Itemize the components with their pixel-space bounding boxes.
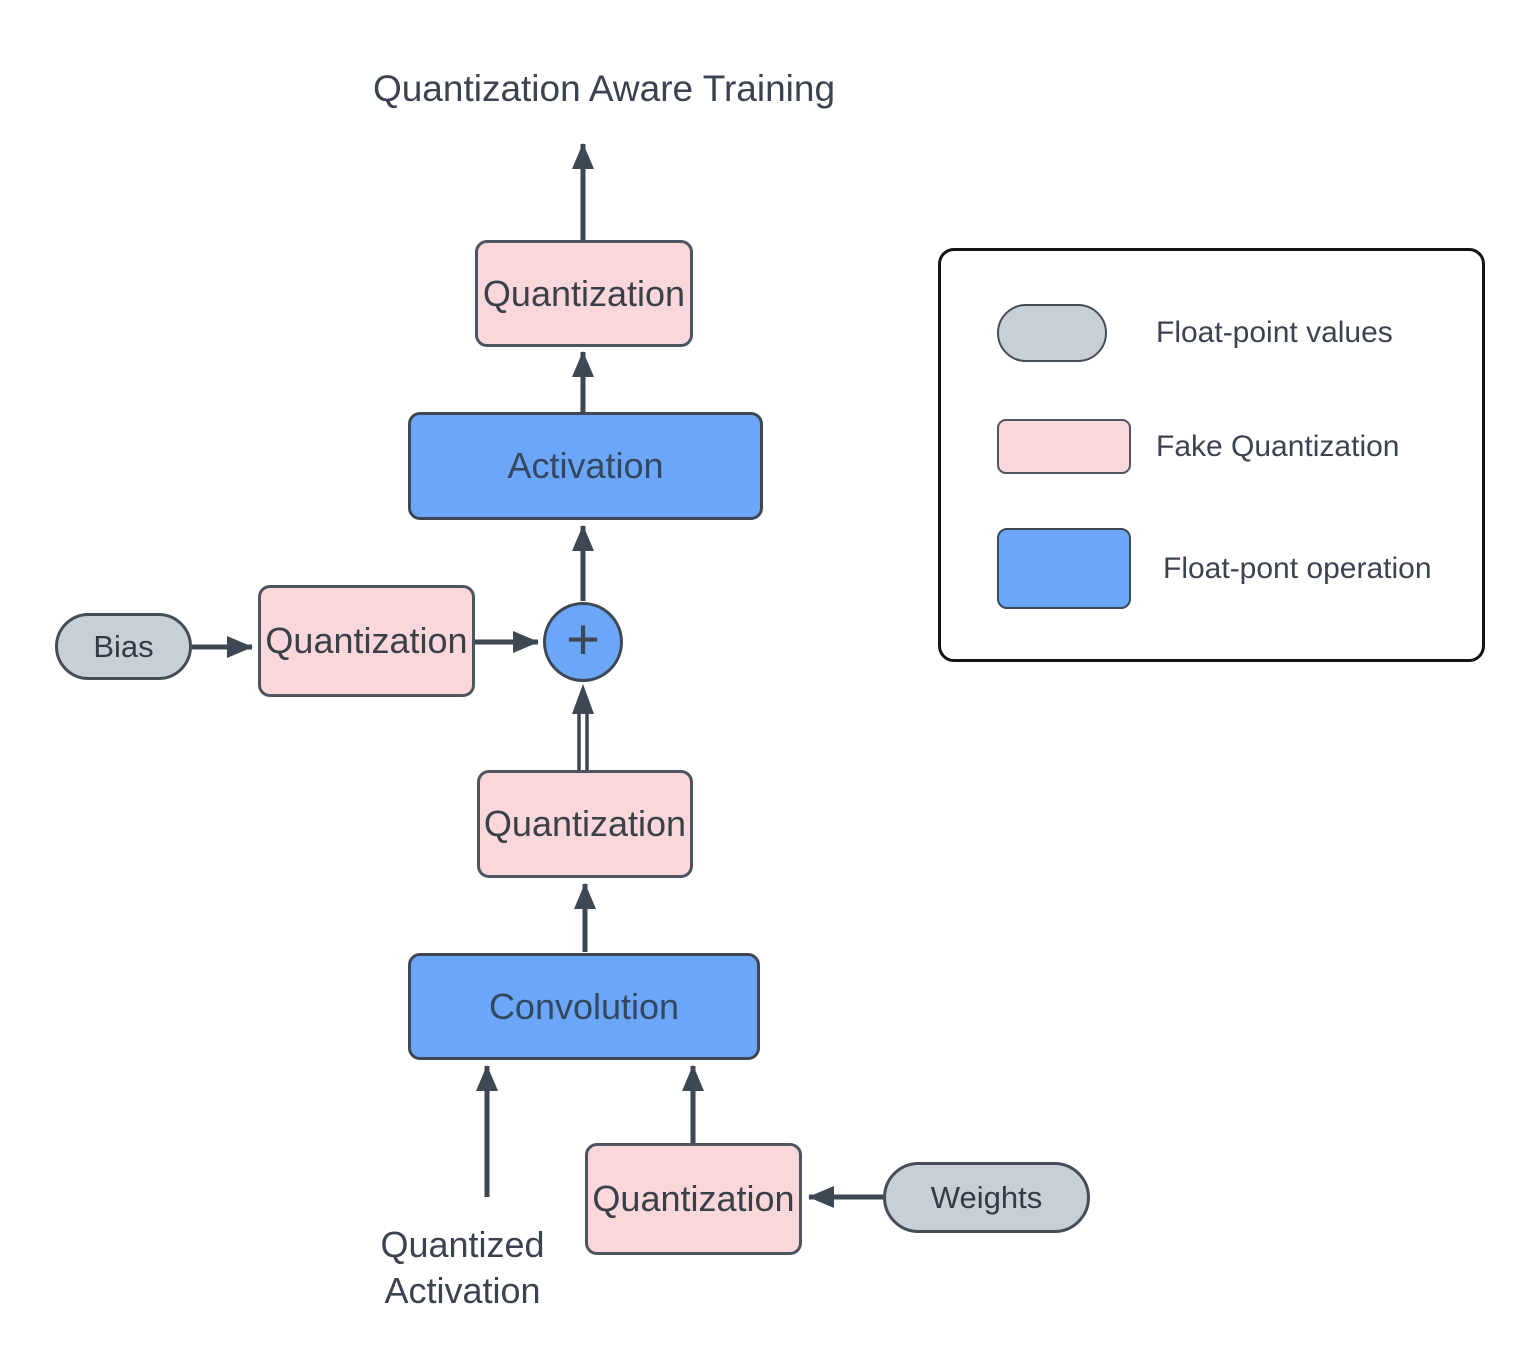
diagram-title: Quantization Aware Training: [372, 68, 836, 109]
legend-label-float-point-values: Float-point values: [1156, 316, 1393, 349]
legend-label-fake-quantization: Fake Quantization: [1156, 429, 1400, 463]
legend: Float-point values Fake Quantization Flo…: [938, 248, 1485, 662]
quantized-activation-line2: Activation: [384, 1269, 541, 1311]
legend-swatch-float-pont-operation: [997, 528, 1131, 609]
bias-pill: Bias: [55, 613, 192, 680]
convolution-box: Convolution: [408, 953, 760, 1060]
legend-label-float-pont-operation: Float-pont operation: [1163, 551, 1432, 585]
adder-circle: +: [543, 602, 623, 682]
quantized-activation-line1: Quantized: [380, 1224, 545, 1265]
conv-output-quantization-box: Quantization: [477, 770, 693, 878]
bias-quantization-box: Quantization: [258, 585, 475, 697]
legend-swatch-float-point-values: [997, 304, 1107, 362]
quantization-output-box: Quantization: [475, 240, 693, 347]
legend-swatch-fake-quantization: [997, 419, 1131, 474]
weights-quantization-box: Quantization: [585, 1143, 802, 1255]
activation-box: Activation: [408, 412, 763, 520]
weights-pill: Weights: [883, 1162, 1090, 1233]
quantized-activation-label: Quantized Activation: [340, 1222, 585, 1313]
arrowhead-quantization-to-adder: [572, 684, 594, 714]
